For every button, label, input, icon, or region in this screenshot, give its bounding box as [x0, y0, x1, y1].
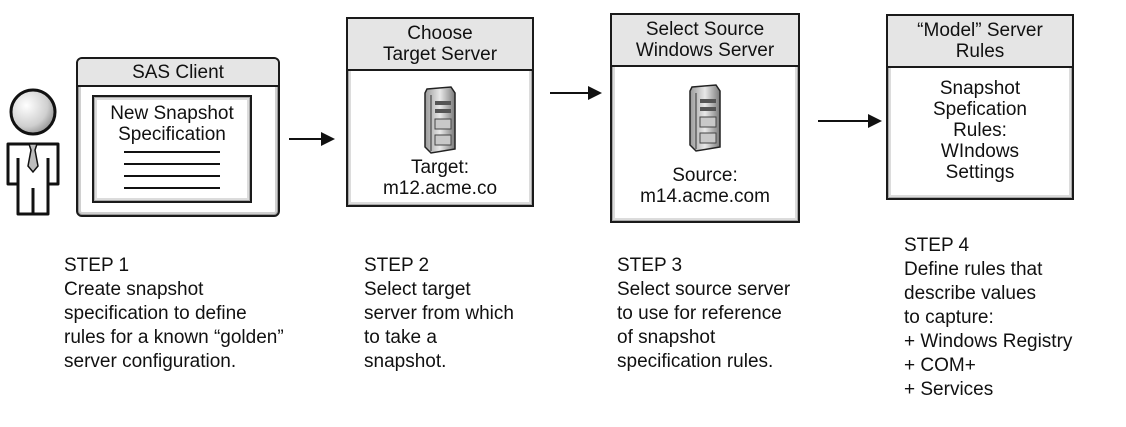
source-server-label: Source: m14.acme.com — [640, 165, 770, 207]
step-1-description: Create snapshot specification to define … — [64, 279, 284, 372]
snapshot-specification-document: New Snapshot Specification — [92, 95, 252, 203]
step-2-description: Select target server from which to take … — [364, 279, 514, 372]
step-2-label: STEP 2 — [364, 255, 430, 276]
model-server-rules-panel: “Model” Server Rules Snapshot Speficatio… — [886, 14, 1074, 200]
server-tower-icon — [689, 84, 721, 152]
target-server-label: Target: m12.acme.co — [382, 157, 498, 199]
sas-client-window: SAS Client New Snapshot Specification — [76, 57, 280, 217]
arrow-step1-to-step2 — [289, 132, 335, 146]
text-lines-icon — [124, 151, 220, 189]
step-1-label: STEP 1 — [64, 255, 130, 276]
snapshot-specification-rules-text: Snapshot Spefication Rules: WIndows Sett… — [932, 78, 1027, 183]
step-4-label: STEP 4 — [904, 235, 970, 256]
choose-target-server-title: Choose Target Server — [348, 19, 532, 71]
choose-target-server-panel: Choose Target Server Target: m12.acme.co — [346, 17, 534, 207]
arrow-step3-to-step4 — [818, 114, 882, 128]
step-3-label: STEP 3 — [617, 255, 683, 276]
arrow-step2-to-step3 — [550, 86, 602, 100]
sas-client-title: SAS Client — [78, 59, 278, 87]
server-tower-icon — [424, 86, 456, 154]
person-icon — [6, 88, 60, 216]
step-4-description: Define rules that describe values to cap… — [904, 259, 1073, 400]
model-server-rules-title: “Model” Server Rules — [888, 16, 1072, 68]
step-3-description: Select source server to use for referenc… — [617, 279, 791, 372]
select-source-server-title: Select Source Windows Server — [612, 15, 798, 67]
document-title: New Snapshot Specification — [110, 103, 234, 145]
select-source-server-panel: Select Source Windows Server Source: m14… — [610, 13, 800, 223]
